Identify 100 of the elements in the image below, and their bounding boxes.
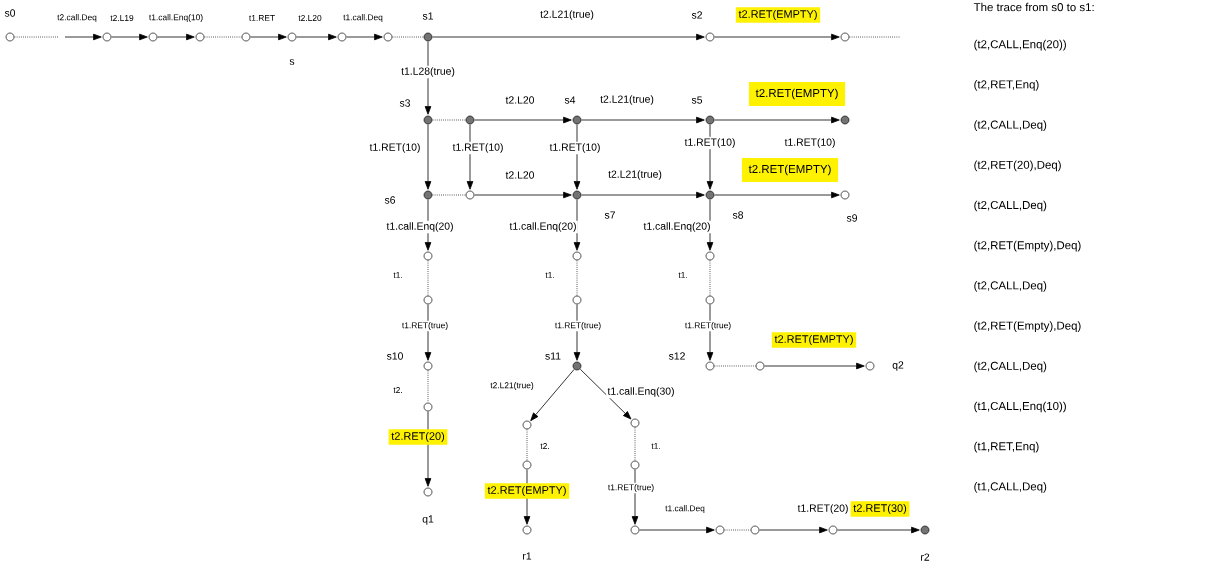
state-label: s2 [691, 11, 702, 19]
edge-label: t2.RET(20) [388, 429, 448, 445]
edge-label: t2.RET(EMPTY) [741, 158, 839, 182]
edge-label: t2.RET(EMPTY) [484, 483, 570, 499]
dotted-line [714, 365, 756, 367]
state-label: s8 [732, 211, 744, 219]
trace-line: (t2,CALL,Deq) [974, 200, 1047, 212]
edge-label: t1.RET(20) [796, 502, 850, 516]
edge-label: t2.RET(EMPTY) [735, 7, 821, 23]
state-label: q2 [892, 361, 904, 371]
arrow [424, 124, 432, 190]
arrow [424, 304, 432, 361]
dotted-line [427, 260, 429, 296]
dotted-line [432, 119, 466, 121]
trace-line: (t2,CALL,Deq) [974, 120, 1047, 131]
arrow [581, 116, 705, 124]
edge-label: t1. [392, 270, 404, 280]
arrow [706, 304, 714, 361]
arrow [714, 191, 840, 199]
state-label: r1 [523, 552, 532, 560]
edge-label: t1.call.Deq [341, 12, 385, 24]
dotted-line [392, 36, 424, 38]
arrow [714, 33, 840, 41]
edge-label: t2.L21(true) [538, 8, 596, 22]
arrow [706, 199, 714, 251]
trace-line: (t2,CALL,Enq(20)) [974, 39, 1066, 51]
trace-line: (t1,RET,Enq) [974, 441, 1039, 453]
edge-label: t1.RET(10) [548, 141, 602, 155]
dotted-line [576, 260, 578, 296]
edge-label: t1.RET(true) [400, 320, 450, 332]
arrow [714, 116, 840, 124]
arrow [573, 124, 581, 190]
trace-heading: The trace from s0 to s1: [973, 2, 1094, 12]
arrow [64, 33, 102, 41]
edge-label: t1.RET(10) [451, 141, 505, 155]
dotted-line [204, 36, 242, 38]
edge-label: t1.call.Enq(10) [147, 12, 205, 24]
edge-label: t1.RET [247, 13, 277, 23]
trace-line: (t1,CALL,Deq) [974, 482, 1047, 493]
arrow [631, 469, 639, 525]
arrow [432, 33, 705, 41]
arrow [424, 41, 432, 115]
transition-label: t1.RET(10) [784, 138, 835, 148]
dotted-line [432, 194, 466, 196]
arrow [474, 191, 572, 199]
arrow [573, 304, 581, 361]
state-label: s4 [564, 96, 576, 104]
arrow [466, 124, 474, 190]
edge-label: t1.L28(true) [399, 65, 457, 79]
edge-label: t2.L20 [504, 170, 536, 180]
edge-label: t2.L20 [297, 13, 323, 23]
trace-line: (t2,RET(Empty),Deq) [974, 240, 1081, 252]
arrow [639, 526, 715, 534]
edge-label: t2.RET(30) [850, 501, 910, 517]
arrow [346, 33, 383, 41]
dotted-line [849, 36, 901, 38]
state-label: s9 [846, 214, 857, 222]
edge-label: t2.L19 [109, 13, 135, 23]
trace-line: (t1,CALL,Enq(10)) [974, 401, 1066, 413]
edge-label: t2.RET(EMPTY) [748, 82, 846, 106]
edge-label: t1.RET(10) [683, 136, 737, 150]
edge-label: t1.call.Deq [663, 503, 707, 515]
state-label: s6 [384, 196, 396, 204]
state-label: s7 [604, 211, 615, 219]
edge-label: t1. [677, 270, 689, 280]
trace-line: (t2,RET,Enq) [974, 80, 1039, 91]
edge-label: t1.RET(true) [606, 482, 656, 494]
edge-label: t1.call.Enq(20) [508, 220, 578, 234]
arrow [581, 191, 705, 199]
trace-line: (t2,CALL,Deq) [974, 281, 1047, 292]
trace-line: (t2,CALL,Deq) [974, 361, 1047, 373]
arrow [530, 369, 575, 422]
edge-label: t1.call.Enq(20) [642, 220, 712, 234]
arrow [837, 526, 920, 534]
dotted-line [526, 429, 528, 461]
state-label: s [289, 59, 295, 65]
edge-label: t2. [539, 441, 551, 451]
state-label: s5 [691, 96, 703, 104]
arrow [424, 411, 432, 487]
arrow [296, 33, 337, 41]
edge-label: t1.RET(10) [368, 141, 422, 155]
state-label: s10 [386, 352, 403, 360]
dotted-line [14, 36, 59, 38]
arrow [474, 116, 572, 124]
edge-label: t2.RET(EMPTY) [771, 332, 857, 348]
dotted-line [634, 427, 636, 461]
dotted-line [724, 529, 751, 531]
arrow [706, 124, 714, 190]
arrow [579, 368, 632, 420]
edge-label: t2.L21(true) [606, 168, 664, 182]
state-label: s11 [545, 352, 561, 360]
trace-line: (t2,RET(20),Deq) [974, 160, 1061, 172]
arrow [111, 33, 148, 41]
state-label: q1 [422, 515, 434, 525]
edge-label: t1. [650, 441, 662, 451]
edge-label: t1. [544, 270, 556, 280]
arrow [157, 33, 195, 41]
edge-label: t2.call.Deq [55, 12, 99, 24]
arrow [250, 33, 287, 41]
state-label: r2 [921, 553, 930, 561]
